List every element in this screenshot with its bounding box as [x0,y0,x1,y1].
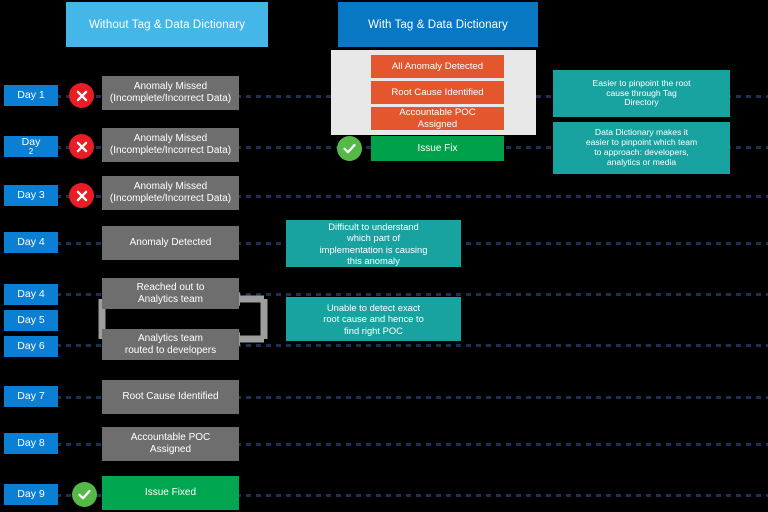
left-box-anomaly-missed-1-line2: (Incomplete/Incorrect Data) [109,93,232,104]
day-chip-2-line1: Day [21,136,41,148]
left-box-accountable-poc-line2: Assigned [149,444,192,455]
left-box-root-cause-identified: Root Cause Identified [102,380,239,414]
left-box-issue-fixed-label: Issue Fixed [144,487,197,498]
day-chip-8: Day 8 [4,433,58,454]
day-chip-1-label: Day 1 [17,88,45,101]
left-box-anomaly-missed-3-line2: (Incomplete/Incorrect Data) [109,193,232,204]
left-box-reached-out-line1: Reached out to [136,281,205,293]
right-box-all-anomaly-detected-label: All Anomaly Detected [391,60,484,72]
day-chip-7-label: Day 7 [17,389,45,402]
right-box-accountable-poc-line2: Assigned [417,118,458,130]
left-box-root-cause-identified-label: Root Cause Identified [122,391,219,402]
day-chip-4a: Day 4 [4,232,58,253]
left-box-routed-to-developers-line1: Analytics team [137,332,204,344]
annotation-data-dictionary: Data Dictionary makes it easier to pinpo… [553,122,730,174]
annotation-data-dictionary-line4: analytics or media [606,156,677,167]
dash-line-day9 [56,494,768,497]
header-with-tag: With Tag & Data Dictionary [338,2,538,47]
error-icon-day-1 [69,83,94,108]
day-chip-5-label: Day 5 [17,313,45,326]
right-box-accountable-poc: Accountable POC Assigned [371,107,504,130]
annotation-difficult-understand: Difficult to understand which part of im… [286,220,461,267]
header-without-tag: Without Tag & Data Dictionary [66,2,268,47]
annotation-data-dictionary-line1: Data Dictionary makes it [594,127,689,138]
right-box-issue-fix-label: Issue Fix [417,142,458,154]
annotation-data-dictionary-line2: easier to pinpoint which team [585,137,698,148]
left-box-reached-out: Reached out to Analytics team [102,278,239,309]
left-box-routed-to-developers: Analytics team routed to developers [102,329,239,360]
header-with-tag-label: With Tag & Data Dictionary [368,18,508,31]
day-chip-6: Day 6 [4,336,58,357]
day-chip-9-label: Day 9 [17,487,45,500]
left-box-anomaly-missed-2-line1: Anomaly Missed [133,133,208,144]
annotation-unable-detect: Unable to detect exact root cause and he… [286,297,461,341]
left-box-anomaly-detected-label: Anomaly Detected [129,237,212,248]
day-chip-4b: Day 4 [4,284,58,305]
right-box-accountable-poc-line1: Accountable POC [399,107,476,118]
day-chip-1: Day 1 [4,85,58,106]
left-box-accountable-poc-line1: Accountable POC [130,432,211,443]
left-box-anomaly-missed-1: Anomaly Missed (Incomplete/Incorrect Dat… [102,76,239,110]
left-box-accountable-poc: Accountable POC Assigned [102,427,239,461]
left-box-issue-fixed: Issue Fixed [102,476,239,510]
right-box-root-cause-identified-label: Root Cause Identified [391,86,484,98]
annotation-difficult-line3: implementation is causing [319,243,428,255]
left-box-anomaly-missed-2: Anomaly Missed (Incomplete/Incorrect Dat… [102,128,239,162]
day-chip-3: Day 3 [4,185,58,206]
header-without-tag-label: Without Tag & Data Dictionary [88,18,246,31]
error-icon-day-3 [69,183,94,208]
dash-line-day3 [56,195,768,198]
dash-line-day7 [56,396,768,399]
day-chip-3-label: Day 3 [17,188,45,201]
check-icon-day-9 [72,482,97,507]
day-chip-4a-label: Day 4 [17,235,45,248]
left-box-anomaly-missed-3-line1: Anomaly Missed [133,181,208,192]
left-box-anomaly-missed-2-line2: (Incomplete/Incorrect Data) [109,145,232,156]
annotation-data-dictionary-line3: to approach: developers, [594,147,689,157]
day-chip-6-label: Day 6 [17,339,45,352]
annotation-easier-pinpoint: Easier to pinpoint the root cause throug… [553,70,730,117]
dash-line-day4b [56,293,768,296]
dash-line-day8 [56,443,768,446]
annotation-unable-line3: find right POC [344,324,403,336]
right-box-root-cause-identified: Root Cause Identified [371,81,504,104]
check-icon-issue-fix [337,136,362,161]
right-box-all-anomaly-detected: All Anomaly Detected [371,55,504,78]
dash-line-day6 [56,344,768,347]
annotation-difficult-line4: this anomaly [347,254,400,266]
day-chip-2: Day 2 [4,136,58,157]
annotation-difficult-line2: which part of [346,232,401,244]
left-box-reached-out-line2: Analytics team [137,293,204,305]
annotation-unable-line2: root cause and hence to [323,313,424,325]
annotation-unable-line1: Unable to detect exact [326,302,421,314]
day-chip-9: Day 9 [4,484,58,505]
left-box-anomaly-detected: Anomaly Detected [102,226,239,260]
right-box-issue-fix: Issue Fix [371,136,504,161]
annotation-easier-pinpoint-line2: cause through Tag [606,87,677,98]
left-box-anomaly-missed-3: Anomaly Missed (Incomplete/Incorrect Dat… [102,176,239,210]
left-box-routed-to-developers-line2: routed to developers [124,344,217,356]
annotation-difficult-line1: Difficult to understand [328,221,419,233]
annotation-easier-pinpoint-line3: Directory [624,97,659,108]
day-chip-2-line2: 2 [28,147,34,157]
error-icon-day-2 [69,134,94,159]
day-chip-8-label: Day 8 [17,436,45,449]
day-chip-4b-label: Day 4 [17,287,45,300]
day-chip-5: Day 5 [4,310,58,331]
left-box-anomaly-missed-1-line1: Anomaly Missed [133,81,208,92]
annotation-easier-pinpoint-line1: Easier to pinpoint the root [592,77,691,88]
day-chip-7: Day 7 [4,386,58,407]
